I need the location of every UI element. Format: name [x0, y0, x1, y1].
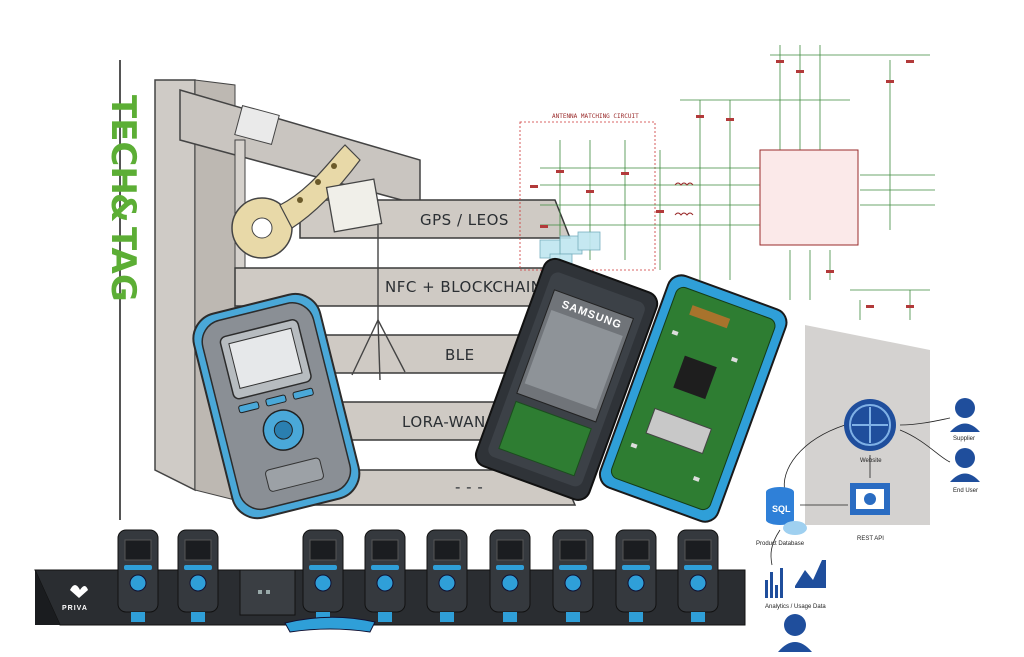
schematic-title: ANTENNA MATCHING CIRCUIT	[552, 113, 639, 120]
analytics-icon	[765, 560, 826, 598]
tripod-sketch	[351, 225, 406, 381]
logo-ampersand: &	[103, 193, 143, 223]
sign-ble: BLE	[445, 346, 475, 364]
loose-tag	[284, 616, 376, 633]
rest-api-label: REST API	[857, 536, 884, 542]
database-label: Product Database	[756, 541, 805, 547]
website-icon	[844, 399, 896, 451]
sign-more: - - -	[455, 478, 483, 496]
dock-brand: PRIVA	[62, 605, 88, 612]
dock-logo: PRIVA	[62, 585, 88, 612]
user-icon	[778, 614, 812, 652]
end-user-icon	[950, 448, 980, 482]
supplier-icon	[950, 398, 980, 432]
analytics-label: Analytics / Usage Data	[765, 604, 826, 610]
database-badge: SQL	[772, 504, 791, 514]
logo-tag: TAG	[103, 227, 143, 302]
dock-device	[552, 529, 594, 622]
rest-api-icon	[850, 483, 890, 515]
dock-device	[615, 529, 657, 622]
database-icon	[766, 487, 807, 535]
dock-devices	[117, 529, 719, 622]
logo-tech: TECH	[103, 95, 143, 195]
dock-device	[364, 529, 406, 622]
sign-nfc: NFC + BLOCKCHAIN	[385, 278, 543, 296]
website-label: Website	[860, 458, 882, 464]
dock-device	[177, 529, 219, 622]
supplier-label: Supplier	[953, 436, 975, 442]
end-user-label: End User	[953, 488, 978, 494]
tape-roll-sketch	[231, 104, 383, 259]
dock-device	[489, 529, 531, 622]
dock-device	[677, 529, 719, 622]
sign-lora: LORA-WAN / L	[402, 413, 511, 431]
dock-device	[117, 529, 159, 622]
dock-device	[426, 529, 468, 622]
dock-device	[302, 529, 344, 622]
sign-gps: GPS / LEOS	[420, 211, 509, 229]
